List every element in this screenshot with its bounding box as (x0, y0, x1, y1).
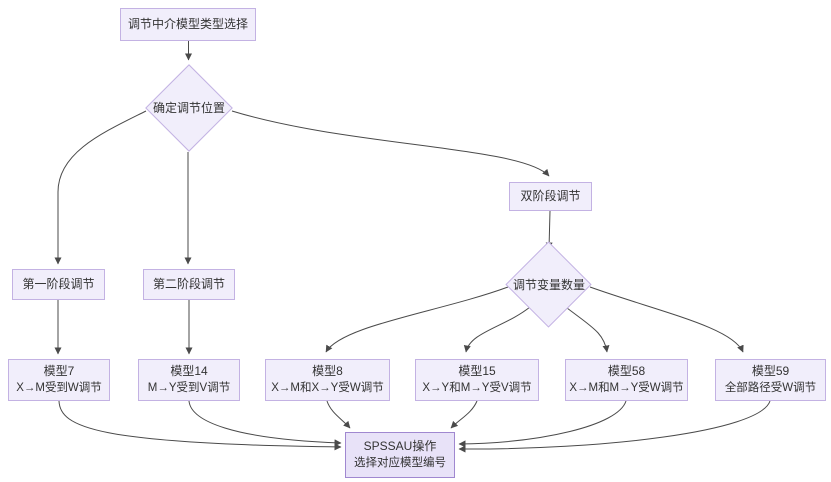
node-label: 第一阶段调节 (22, 277, 95, 291)
edge-position-to-dual (231, 110, 550, 177)
node-model58: 模型58 X→M和M→Y受W调节 (565, 359, 688, 401)
node-label: 第二阶段调节 (152, 277, 225, 291)
node-dual-stage-moderation: 双阶段调节 (509, 182, 592, 211)
edge-model7-to-spssau (58, 400, 342, 451)
spssau-description: 选择对应模型编号 (354, 457, 446, 469)
edge-position-to-stage1 (54, 110, 147, 265)
edge-count-to-model58 (566, 307, 610, 353)
node-model59: 模型59 全部路径受W调节 (715, 359, 826, 401)
node-label: 双阶段调节 (520, 189, 581, 203)
model-number: 模型58 (607, 364, 646, 378)
edge-model59-to-spssau (458, 400, 771, 453)
node-model15: 模型15 X→Y和M→Y受V调节 (415, 359, 539, 401)
model-description: X→Y和M→Y受V调节 (422, 382, 532, 394)
edge-model58-to-spssau (458, 400, 627, 448)
edge-model15-to-spssau (450, 400, 478, 429)
node-model7: 模型7 X→M受到W调节 (8, 359, 110, 401)
edge-model8-to-spssau (326, 400, 351, 429)
edge-count-to-model15 (463, 306, 531, 353)
node-model8: 模型8 X→M和X→Y受W调节 (265, 359, 390, 401)
node-label: 调节中介模型类型选择 (127, 17, 248, 31)
edge-model14-to-spssau (188, 400, 342, 447)
model-number: 模型8 (312, 364, 343, 378)
node-second-stage-moderation: 第二阶段调节 (143, 269, 235, 300)
model-number: 模型15 (458, 364, 496, 378)
node-model-type-selection: 调节中介模型类型选择 (120, 8, 256, 41)
model-description: 全部路径受W调节 (724, 382, 817, 394)
edge-count-to-model8 (325, 286, 509, 353)
node-first-stage-moderation: 第一阶段调节 (12, 269, 105, 300)
model-number: 模型14 (170, 364, 208, 378)
model-number: 模型7 (43, 364, 75, 378)
decision-moderator-count-label: 调节变量数量 (512, 278, 585, 292)
spssau-title: SPSSAU操作 (363, 439, 437, 453)
model-description: X→M和M→Y受W调节 (569, 382, 684, 394)
edge-count-to-model59 (589, 286, 744, 353)
decision-moderation-position-label: 确定调节位置 (152, 101, 225, 115)
model-description: X→M受到W调节 (16, 382, 102, 394)
node-spssau-operation: SPSSAU操作 选择对应模型编号 (345, 432, 455, 478)
model-description: X→M和X→Y受W调节 (271, 382, 384, 394)
node-model14: 模型14 M→Y受到V调节 (138, 359, 240, 401)
model-number: 模型59 (751, 364, 790, 378)
model-description: M→Y受到V调节 (147, 382, 231, 394)
